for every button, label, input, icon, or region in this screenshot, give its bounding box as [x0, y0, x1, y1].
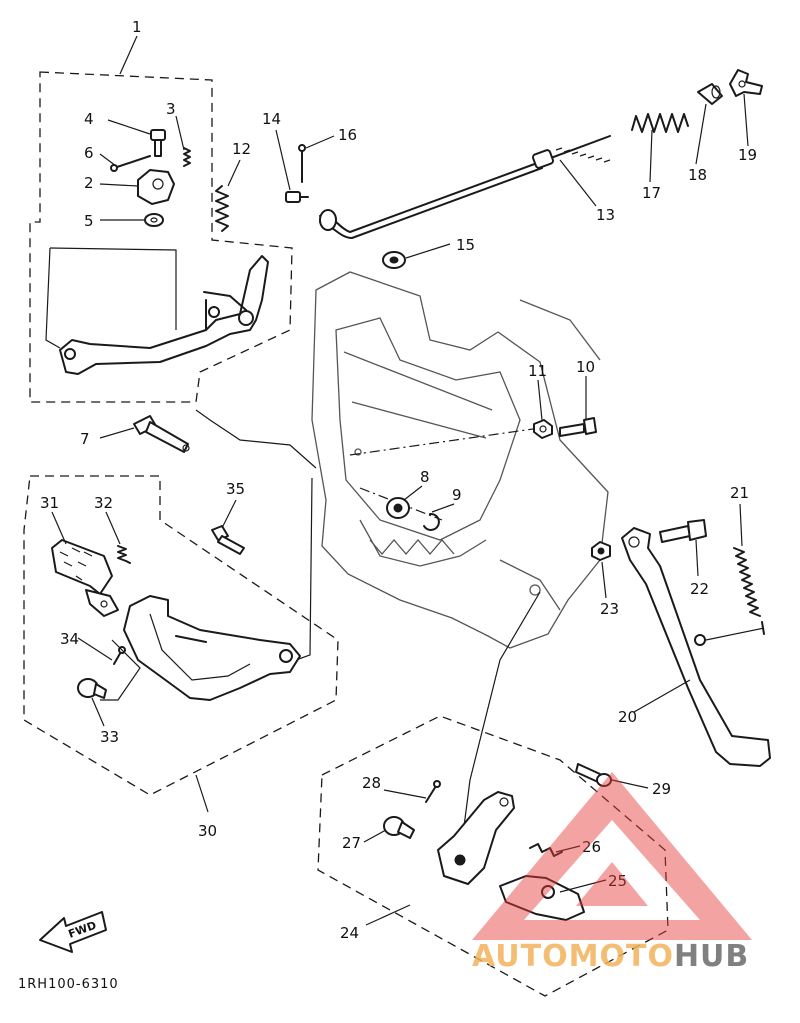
part-2-bracket [137, 169, 175, 205]
callout-11: 11 [528, 362, 547, 380]
part-21-spring [733, 547, 765, 635]
watermark-text-automoto: AUTOMOTO [472, 939, 674, 974]
callout-33: 33 [100, 728, 119, 746]
part-12-spring [215, 185, 229, 232]
callout-13: 13 [596, 206, 615, 224]
watermark-triangle-icon [472, 772, 752, 940]
group-1-outline [29, 71, 293, 403]
part-16-cotter-pin [298, 144, 306, 183]
part-4-bolt [150, 129, 166, 157]
callout-8: 8 [420, 468, 430, 486]
footrest-guide-line [100, 639, 141, 701]
callout-12: 12 [232, 140, 251, 158]
part-33-pin [77, 678, 107, 699]
group-30-outline [23, 475, 339, 796]
part-9-circlip [423, 512, 440, 531]
part-3-spring [183, 147, 191, 167]
part-29-bolt [575, 763, 612, 787]
callout-3: 3 [166, 100, 176, 118]
callout-10: 10 [576, 358, 595, 376]
part-5-washer [144, 213, 164, 227]
part-8-washer [386, 497, 410, 519]
part-15-washer [382, 251, 406, 269]
group-24-outline [317, 715, 669, 997]
leader-1 [119, 35, 138, 75]
callout-4: 4 [84, 110, 94, 128]
callout-1: 1 [132, 18, 142, 36]
part-25-bracket [499, 875, 585, 921]
callout-17: 17 [642, 184, 661, 202]
ref-line-upper [349, 427, 541, 456]
part-10-bolt [559, 417, 597, 437]
callout-25: 25 [608, 872, 627, 890]
callout-9: 9 [452, 486, 462, 504]
callout-27: 27 [342, 834, 361, 852]
callout-21: 21 [730, 484, 749, 502]
callout-16: 16 [338, 126, 357, 144]
callout-23: 23 [600, 600, 619, 618]
callout-22: 22 [690, 580, 709, 598]
callout-2: 2 [84, 174, 94, 192]
brake-guide-line-2 [45, 247, 61, 349]
part-18-joint [697, 83, 723, 105]
part-24-stand-arm [437, 791, 515, 885]
part-35-bolt [211, 525, 245, 555]
part-26-spring [529, 843, 563, 857]
ref-line-brake [195, 409, 317, 469]
part-34-cotter-pin [113, 646, 126, 665]
callout-28: 28 [362, 774, 381, 792]
callout-7: 7 [80, 430, 90, 448]
spring-hook-line [705, 627, 765, 641]
callout-30: 30 [198, 822, 217, 840]
part-17-spring [631, 113, 689, 133]
part-1-brake-pedal [59, 255, 269, 375]
part-32-spring [117, 545, 131, 564]
callout-14: 14 [262, 110, 281, 128]
part-19-wing-nut [729, 69, 763, 97]
callout-leaders [51, 93, 749, 893]
part-14-pin [285, 191, 309, 203]
fwd-arrow-icon: FWD [39, 911, 107, 953]
part-13-brake-rod [319, 135, 611, 239]
watermark-text-hub: HUB [674, 939, 749, 974]
part-31-footrest [51, 539, 119, 617]
callout-34: 34 [60, 630, 79, 648]
brake-guide-line [49, 247, 177, 330]
part-20-side-stand [621, 527, 771, 767]
callout-19: 19 [738, 146, 757, 164]
callout-24: 24 [340, 924, 359, 942]
callout-15: 15 [456, 236, 475, 254]
part-23-nut [591, 541, 611, 561]
part-7-pivot-bolt [133, 415, 190, 453]
part-22-bolt [659, 519, 707, 543]
ref-line-footrest [295, 477, 313, 661]
ref-line-stand [461, 591, 541, 843]
svg-text:AUTOMOTOHUB: AUTOMOTOHUB [472, 939, 749, 974]
drawing-code: 1RH100-6310 [18, 977, 119, 992]
leader-30 [195, 774, 209, 813]
part-30-footrest-bracket [123, 595, 301, 701]
callout-32: 32 [94, 494, 113, 512]
callout-6: 6 [84, 144, 94, 162]
automotohub-watermark-logo: AUTOMOTOHUB [472, 772, 752, 974]
callout-29: 29 [652, 780, 671, 798]
part-28-cotter-pin [425, 780, 441, 803]
callout-20: 20 [618, 708, 637, 726]
callout-31: 31 [40, 494, 59, 512]
part-6-cotter-pin [110, 155, 151, 172]
callout-18: 18 [688, 166, 707, 184]
leader-24 [365, 904, 411, 926]
callout-35: 35 [226, 480, 245, 498]
part-11-nut [533, 419, 553, 439]
callout-5: 5 [84, 212, 94, 230]
frame-outline [311, 271, 609, 649]
callout-26: 26 [582, 838, 601, 856]
part-27-pin [383, 816, 415, 839]
